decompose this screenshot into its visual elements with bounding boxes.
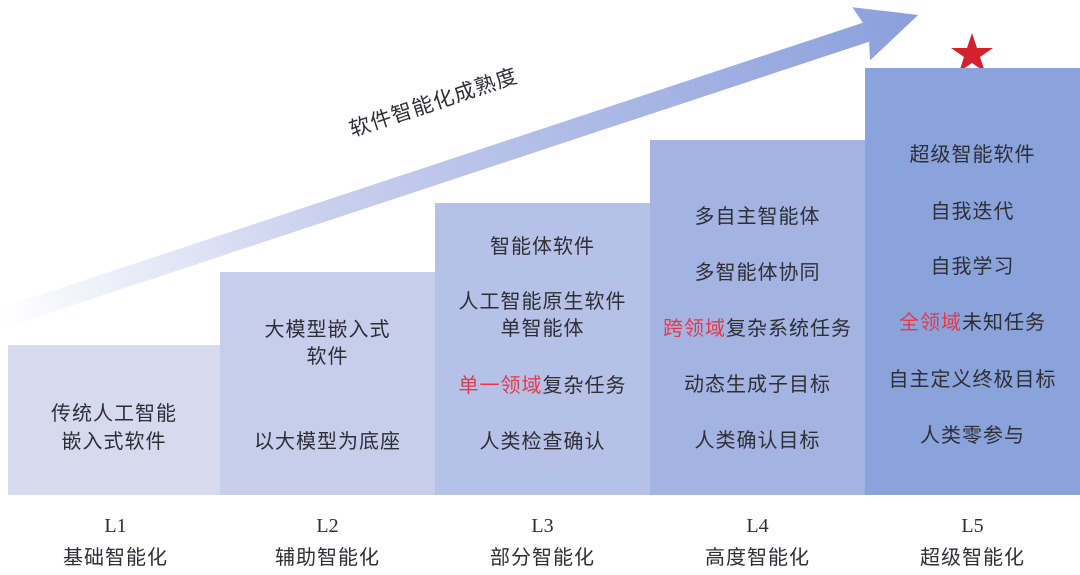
level-name: 辅助智能化: [275, 545, 380, 569]
l3-line-3: 单智能体: [500, 316, 585, 340]
l2-line-1: 大模型嵌入式: [264, 317, 391, 341]
l4-line-1: 多自主智能体: [694, 204, 821, 228]
highlight: 单一领域: [458, 373, 543, 397]
l3-line-5: 人类检查确认: [479, 429, 606, 453]
l2-line-3: 以大模型为底座: [254, 429, 401, 453]
level-l2: L2 辅助智能化: [220, 515, 435, 570]
l4-line-5: 人类确认目标: [694, 428, 821, 452]
column-l2: 大模型嵌入式 软件 以大模型为底座: [220, 272, 435, 495]
maturity-arrow: [0, 7, 993, 328]
l1-line-2: 嵌入式软件: [61, 429, 167, 453]
l4-line-3: 跨领域复杂系统任务: [650, 312, 865, 341]
level-l4: L4 高度智能化: [650, 515, 865, 570]
l5-line-1: 超级智能软件: [909, 142, 1036, 166]
level-code: L1: [104, 515, 127, 537]
line-text: 复杂系统任务: [726, 316, 852, 340]
star-icon: [951, 33, 993, 72]
level-code: L4: [746, 515, 769, 537]
column-l1: 传统人工智能 嵌入式软件: [8, 345, 220, 495]
l5-line-2: 自我迭代: [930, 199, 1015, 223]
l5-line-3: 自我学习: [930, 254, 1015, 278]
column-l5: 超级智能软件 自我迭代 自我学习 全领域未知任务 自主定义终极目标 人类零参与: [865, 68, 1080, 495]
level-name: 超级智能化: [920, 545, 1025, 569]
l5-line-6: 人类零参与: [920, 423, 1025, 447]
l1-line-1: 传统人工智能: [51, 401, 177, 425]
line-text: 复杂任务: [542, 373, 627, 397]
level-code: L3: [531, 515, 554, 537]
l5-line-5: 自主定义终极目标: [888, 367, 1057, 391]
level-code: L2: [316, 515, 339, 537]
level-l3: L3 部分智能化: [435, 515, 650, 570]
l5-line-4: 全领域未知任务: [865, 306, 1080, 335]
level-name: 部分智能化: [490, 545, 595, 569]
l4-line-2: 多智能体协同: [694, 260, 821, 284]
l3-line-2: 人工智能原生软件: [458, 289, 627, 313]
l3-line-4: 单一领域复杂任务: [435, 369, 650, 398]
level-name: 基础智能化: [63, 545, 168, 569]
highlight: 全领域: [899, 310, 962, 334]
l4-line-4: 动态生成子目标: [684, 372, 831, 396]
level-l5: L5 超级智能化: [865, 515, 1080, 570]
highlight: 跨领域: [663, 316, 726, 340]
line-text: 未知任务: [962, 310, 1046, 334]
l3-line-1: 智能体软件: [490, 234, 595, 258]
level-code: L5: [961, 515, 984, 537]
column-l3: 智能体软件 人工智能原生软件 单智能体 单一领域复杂任务 人类检查确认: [435, 203, 650, 495]
level-l1: L1 基础智能化: [8, 515, 223, 570]
column-l4: 多自主智能体 多智能体协同 跨领域复杂系统任务 动态生成子目标 人类确认目标: [650, 140, 865, 495]
l2-line-2: 软件: [306, 344, 349, 368]
level-name: 高度智能化: [705, 545, 810, 569]
